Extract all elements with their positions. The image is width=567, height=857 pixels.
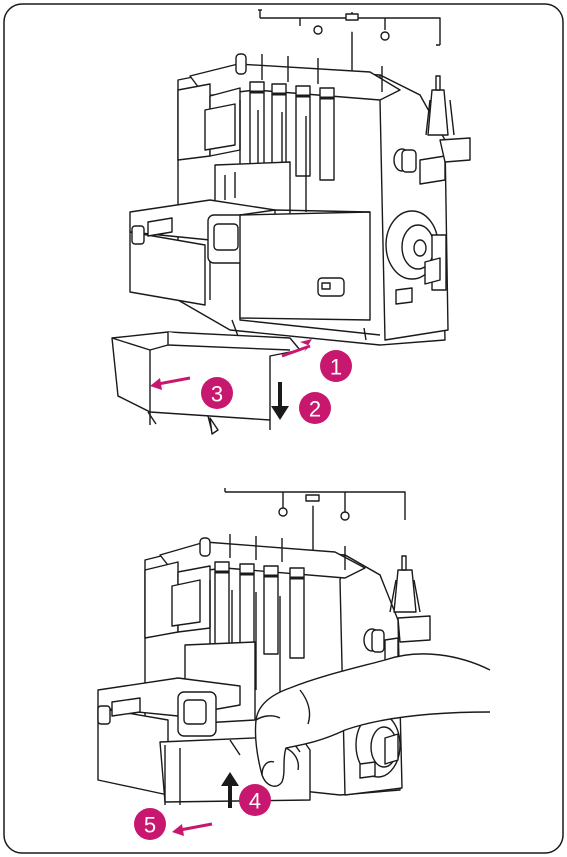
svg-text:1: 1 xyxy=(330,355,342,380)
figure-border xyxy=(3,3,564,854)
step-badge-2: 2 xyxy=(299,392,331,424)
svg-text:5: 5 xyxy=(144,813,156,838)
svg-text:3: 3 xyxy=(211,382,223,407)
hand-icon xyxy=(254,653,491,787)
arrow-up-icon xyxy=(221,772,239,808)
arrow-left-icon xyxy=(150,376,191,390)
step-badge-1: 1 xyxy=(320,350,352,382)
thread-stand-icon xyxy=(224,488,406,575)
svg-text:4: 4 xyxy=(249,789,261,814)
looper-cover-removed xyxy=(111,331,301,435)
arrow-down-icon xyxy=(271,382,289,420)
arrow-right-up-icon xyxy=(281,339,312,358)
step-badge-4: 4 xyxy=(239,784,271,816)
step-badge-5: 5 xyxy=(134,808,166,840)
arrow-left-down-icon xyxy=(172,822,213,836)
thread-stand-icon xyxy=(258,9,441,95)
svg-text:2: 2 xyxy=(309,397,321,422)
overlock-machine-icon xyxy=(129,9,471,346)
step-badge-3: 3 xyxy=(201,377,233,409)
